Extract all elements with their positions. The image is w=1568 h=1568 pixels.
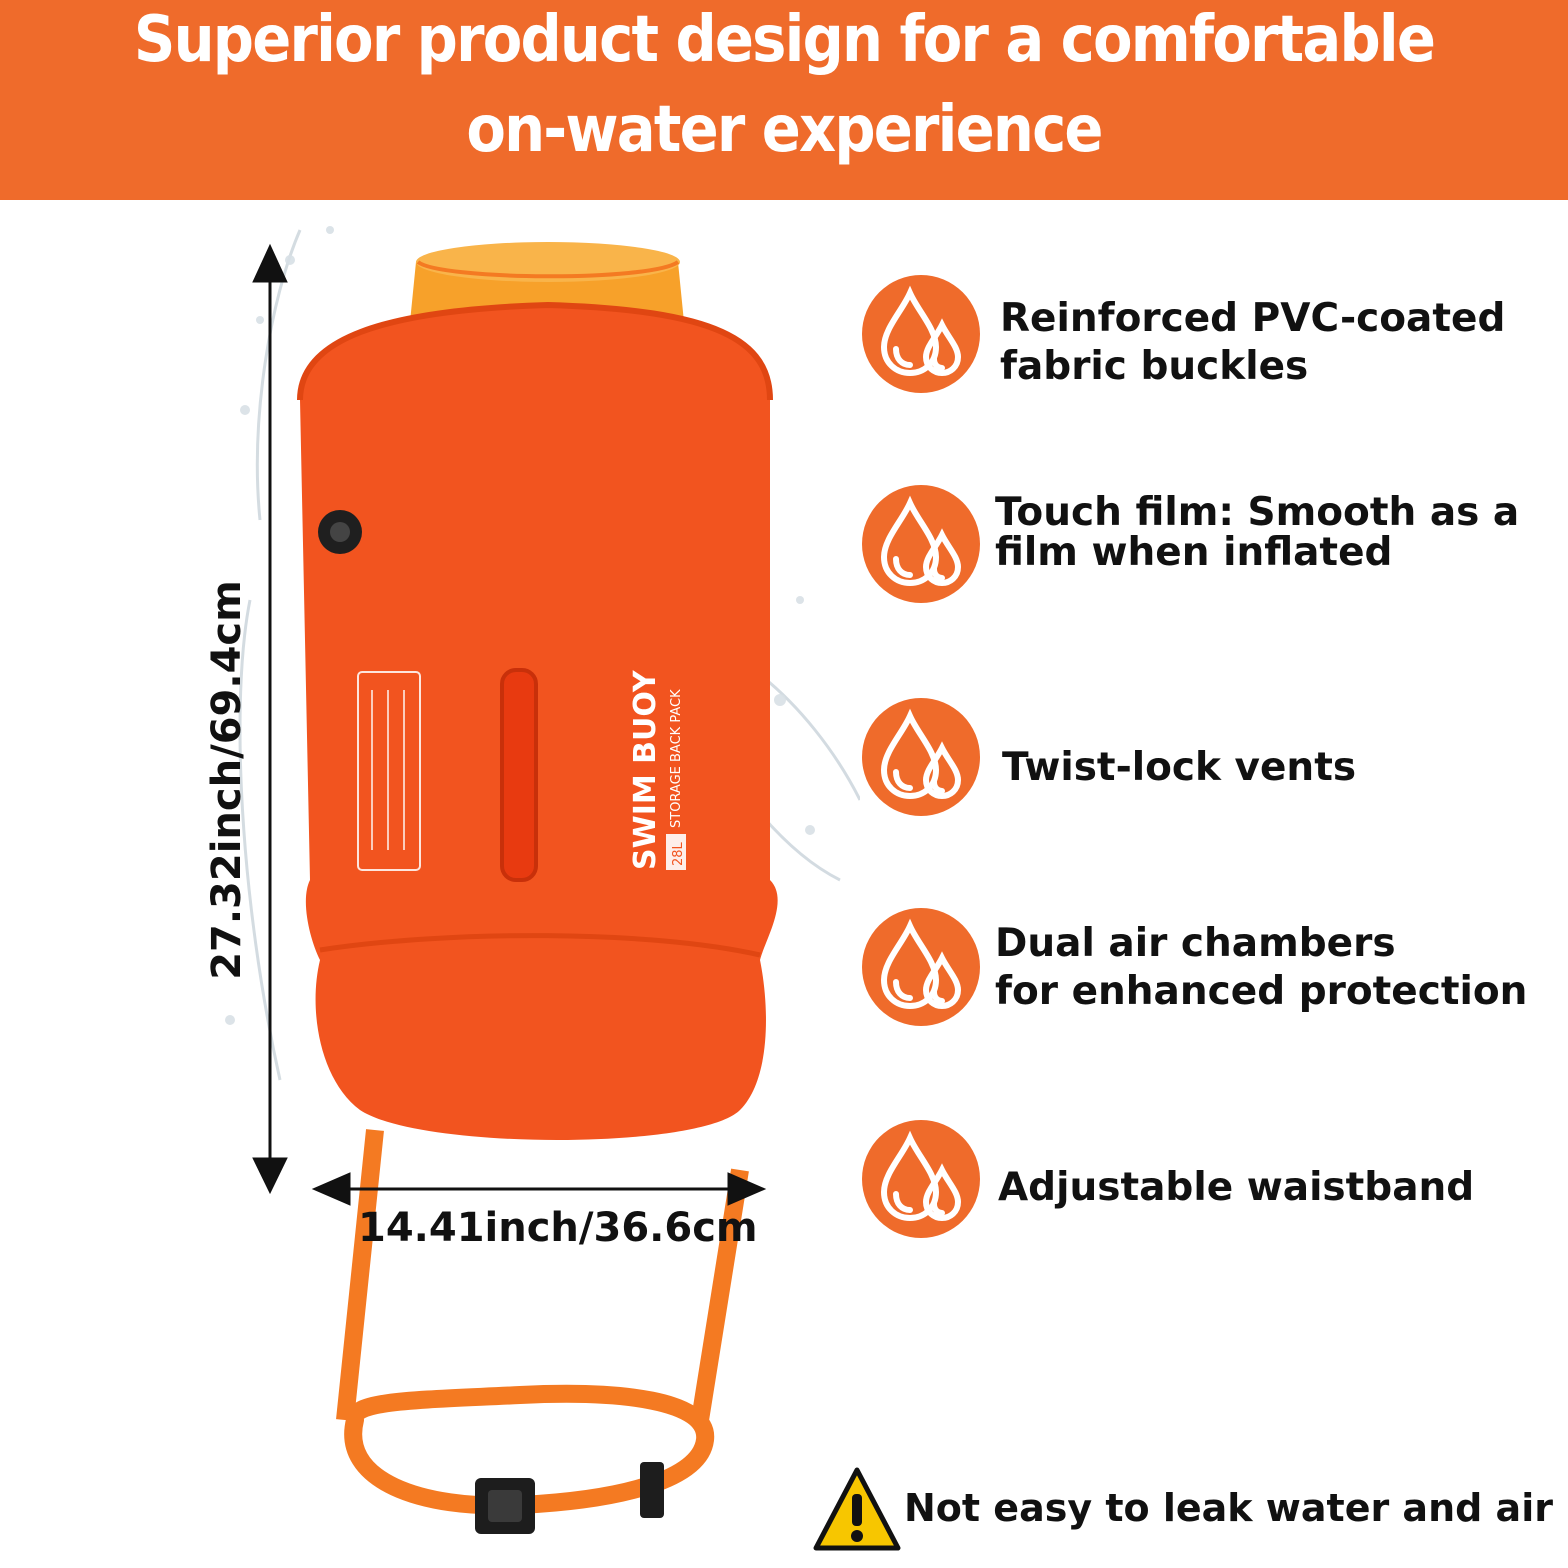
feature-line: Reinforced PVC-coated bbox=[1000, 296, 1506, 341]
water-drops-icon bbox=[862, 485, 980, 603]
feature-item: Twist-lock vents bbox=[862, 698, 1552, 818]
feature-line: Twist-lock vents bbox=[1002, 745, 1357, 790]
waistband-strap bbox=[336, 1129, 749, 1515]
feature-line: film when inflated bbox=[995, 530, 1393, 575]
twist-lock-valve-icon bbox=[318, 510, 362, 554]
feature-item: Dual air chambers for enhanced protectio… bbox=[862, 908, 1552, 1028]
warning-label-panel bbox=[357, 671, 421, 871]
capacity-text: 28L bbox=[671, 841, 686, 866]
feature-item: Adjustable waistband bbox=[862, 1120, 1552, 1240]
title-line-2: on-water experience bbox=[466, 93, 1103, 167]
height-dimension-label: 27.32inch/69.4cm bbox=[204, 580, 250, 980]
width-dimension-arrow bbox=[311, 1172, 767, 1206]
water-drops-icon bbox=[862, 908, 980, 1026]
buckle-icon bbox=[475, 1462, 664, 1534]
feature-item: Reinforced PVC-coated fabric buckles bbox=[862, 275, 1552, 395]
title-banner: Superior product design for a comfortabl… bbox=[0, 0, 1568, 200]
warning-note: Not easy to leak water and air bbox=[812, 1466, 1553, 1556]
feature-line: Touch film: Smooth as a bbox=[995, 490, 1520, 535]
feature-line: for enhanced protection bbox=[995, 969, 1528, 1014]
warning-text: Not easy to leak water and air bbox=[904, 1486, 1553, 1530]
feature-item: Touch film: Smooth as a film when inflat… bbox=[862, 485, 1552, 605]
title-line-1: Superior product design for a comfortabl… bbox=[133, 3, 1436, 77]
feature-line: fabric buckles bbox=[1000, 344, 1309, 389]
brand-text: SWIM BUOY bbox=[628, 669, 663, 870]
width-dimension-label: 14.41inch/36.6cm bbox=[358, 1205, 758, 1251]
water-drops-icon bbox=[862, 698, 980, 816]
brand-subtitle: STORAGE BACK PACK bbox=[669, 689, 684, 828]
height-dimension-arrow bbox=[252, 243, 288, 1195]
water-drops-icon bbox=[862, 1120, 980, 1238]
swim-buoy-illustration: SWIM BUOY STORAGE BACK PACK 28L bbox=[225, 226, 860, 1534]
water-drops-icon bbox=[862, 275, 980, 393]
handle bbox=[500, 668, 538, 882]
warning-icon bbox=[813, 1467, 901, 1551]
feature-line: Dual air chambers bbox=[995, 921, 1396, 966]
feature-line: Adjustable waistband bbox=[998, 1165, 1475, 1210]
buoy-body bbox=[300, 305, 778, 1140]
